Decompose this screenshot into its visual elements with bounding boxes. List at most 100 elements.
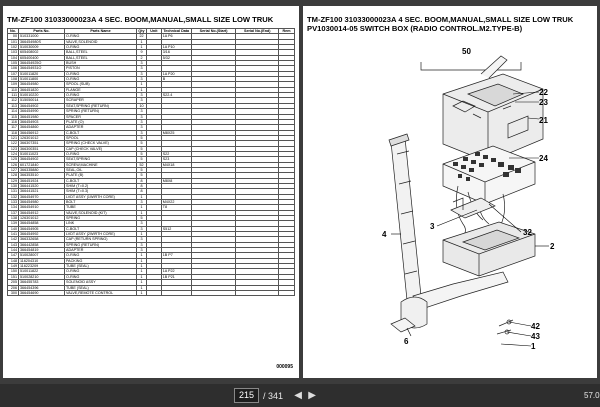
left-page-title: TM-ZF100 31033000023A 4 SEC. BOOM,MANUAL… bbox=[7, 15, 274, 24]
callout-bracket-50 bbox=[420, 62, 522, 71]
table-cell: 3 bbox=[136, 225, 147, 233]
total-pages: / 341 bbox=[263, 390, 284, 401]
next-page-icon[interactable]: ▶ bbox=[308, 390, 316, 401]
callout-4: 4 bbox=[382, 230, 387, 239]
table-cell: 1 bbox=[136, 273, 147, 281]
right-title-line-1: TM-ZF100 31033000023A 4 SEC. BOOM,MANUAL… bbox=[307, 15, 574, 24]
table-cell bbox=[278, 289, 295, 297]
callout-50: 50 bbox=[462, 47, 471, 56]
table-cell: 5 bbox=[136, 166, 147, 174]
column-header: Serial No.(Start) bbox=[190, 27, 237, 35]
right-page-title: TM-ZF100 31033000023A 4 SEC. BOOM,MANUAL… bbox=[307, 15, 574, 33]
table-cell bbox=[190, 289, 237, 297]
left-page: TM-ZF100 31033000023A 4 SEC. BOOM,MANUAL… bbox=[3, 6, 299, 378]
table-cell: 8 bbox=[136, 182, 147, 190]
table-cell: 5 bbox=[136, 140, 147, 147]
table-cell: 3 bbox=[136, 241, 147, 249]
table-cell: 3 bbox=[136, 108, 147, 115]
table-cell: 5 bbox=[136, 156, 147, 163]
table-cell: 1 bbox=[136, 289, 147, 297]
prev-page-icon[interactable]: ◀ bbox=[294, 390, 302, 401]
table-cell: 3 bbox=[136, 92, 147, 99]
table-cell: 3 bbox=[136, 198, 147, 206]
table-cell: 3 bbox=[136, 97, 147, 104]
callout-6: 6 bbox=[404, 337, 409, 346]
table-cell: 3 bbox=[136, 60, 147, 67]
callout-42: 42 bbox=[531, 322, 540, 331]
table-cell: 3 bbox=[136, 113, 147, 120]
table-cell bbox=[160, 289, 192, 297]
table-cell: 1 bbox=[136, 209, 147, 217]
callout-3: 3 bbox=[430, 222, 435, 231]
callout-32: 32 bbox=[523, 228, 532, 237]
callout-43: 43 bbox=[531, 332, 540, 341]
table-cell: 1 bbox=[136, 284, 147, 291]
table-cell: 9 bbox=[136, 49, 147, 56]
table-cell: 3 bbox=[136, 124, 147, 131]
exploded-parts-diagram: 50 22 23 21 24 32 3 4 2 6 42 43 1 bbox=[382, 47, 555, 351]
table-cell: 5 bbox=[136, 172, 147, 179]
callout-21: 21 bbox=[539, 116, 548, 125]
right-page: TM-ZF100 31033000023A 4 SEC. BOOM,MANUAL… bbox=[303, 6, 597, 378]
table-cell: 300 bbox=[7, 289, 19, 297]
table-cell bbox=[146, 289, 162, 297]
page-number-input[interactable]: 215 bbox=[234, 388, 260, 403]
column-header: Rem bbox=[278, 27, 295, 35]
callout-22: 22 bbox=[539, 88, 548, 97]
table-cell: 1 bbox=[136, 81, 147, 88]
table-cell: 2 bbox=[136, 54, 147, 62]
table-cell: 1 bbox=[136, 43, 147, 51]
table-cell: 1 bbox=[136, 252, 147, 259]
table-cell: 5 bbox=[136, 134, 147, 142]
strap bbox=[390, 137, 422, 301]
table-cell: 1 bbox=[136, 268, 147, 275]
column-header: Technical Data bbox=[160, 27, 192, 35]
table-cell: 366454690 bbox=[18, 289, 65, 297]
table-cell: 10 bbox=[136, 102, 147, 110]
viewer-toolbar bbox=[0, 384, 600, 407]
table-cell: 3 bbox=[136, 236, 147, 243]
table-cell: 5 bbox=[136, 150, 147, 158]
table-cell: 52 bbox=[136, 161, 147, 168]
table-cell: 1 bbox=[136, 38, 147, 46]
table-cell: 1 bbox=[136, 231, 147, 238]
table-cell: 1 bbox=[136, 263, 147, 270]
table-cell: 3 bbox=[136, 76, 147, 83]
table-cell bbox=[235, 289, 280, 297]
table-cell: 3 bbox=[136, 65, 147, 72]
bracket-plate bbox=[450, 197, 496, 219]
page-navigator: 215 / 341 ◀ ▶ bbox=[234, 387, 319, 404]
table-cell: 8 bbox=[136, 188, 147, 195]
column-header: Qty bbox=[136, 27, 147, 35]
callout-1: 1 bbox=[531, 342, 536, 351]
table-cell: 1 bbox=[136, 257, 147, 265]
zoom-level[interactable]: 57.0 bbox=[584, 391, 600, 400]
table-cell: 1 bbox=[136, 86, 147, 94]
table-cell: 5 bbox=[136, 214, 147, 222]
bottom-housing bbox=[442, 221, 536, 277]
table-cell: 5 bbox=[136, 145, 147, 152]
table-cell: 3 bbox=[136, 118, 147, 126]
page-footer-number: 000095 bbox=[276, 364, 293, 370]
table-cell: VALVE,REMOTE CONTROL bbox=[64, 289, 137, 297]
callout-23: 23 bbox=[539, 98, 548, 107]
callout-24: 24 bbox=[539, 154, 548, 163]
table-cell: 3 bbox=[136, 247, 147, 254]
table-cell: 1 bbox=[136, 204, 147, 211]
table-cell: 8 bbox=[136, 177, 147, 185]
table-cell: 22 bbox=[136, 33, 147, 40]
table-cell: 1 bbox=[136, 193, 147, 201]
callout-2: 2 bbox=[550, 242, 555, 251]
table-cell: 3 bbox=[136, 70, 147, 78]
